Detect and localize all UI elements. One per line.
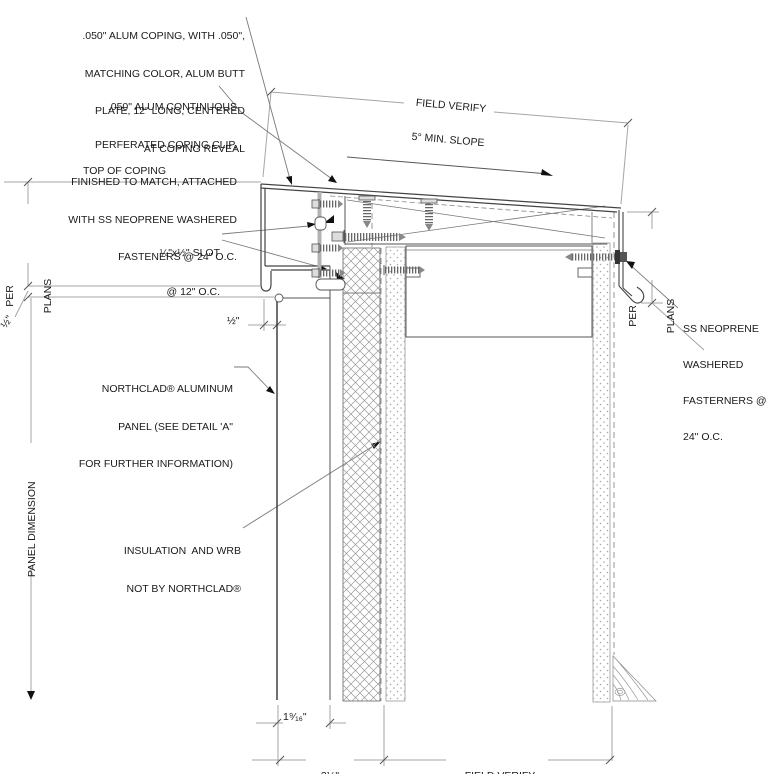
slot-note: ¼"x½" SLOT @ 12" O.C. xyxy=(159,247,220,298)
insulation-note: INSULATION AND WRB NOT BY NORTHCLAD® xyxy=(123,545,241,595)
drip-edge-hem xyxy=(260,270,272,292)
screw-right xyxy=(565,250,627,264)
half-inch-mid-label: ½" xyxy=(227,315,240,327)
dimension-lines xyxy=(4,91,705,766)
coping-clip-left xyxy=(314,192,346,291)
top-of-coping-label: TOP OF COPING xyxy=(83,165,167,177)
coping-note-line: .050" ALUM COPING, WITH .050", xyxy=(82,30,245,42)
coping-note: .050" ALUM COPING, WITH .050", MATCHING … xyxy=(38,5,245,168)
screw-vertical-1 xyxy=(358,195,376,228)
screw-horizontal-1 xyxy=(311,199,343,209)
sheathing-right xyxy=(592,242,611,703)
screw-long xyxy=(331,230,406,243)
clip-note-line: PERFERATED COPING CLIP, xyxy=(95,138,237,151)
coping-note-line: PLATE, 12" LONG, CENTERED xyxy=(95,105,245,117)
coping-note-line: AT COPING REVEAL xyxy=(143,142,245,155)
screw-horizontal-3 xyxy=(311,268,345,278)
dimension-ticks xyxy=(23,87,657,765)
screw-horizontal-2 xyxy=(311,243,343,253)
fasteners xyxy=(311,195,627,278)
panel-hem-circle xyxy=(274,293,284,303)
slot-upper xyxy=(314,216,327,231)
clip-note-line: FASTENERS @ 24" O.C. xyxy=(118,251,237,263)
screw-vertical-2 xyxy=(420,198,438,231)
clip-note-line: .050" ALUM CONTINUOUS xyxy=(107,101,237,113)
per-plans-left-label: PER PLANS xyxy=(4,278,54,314)
insulation-hatch xyxy=(342,247,381,702)
northclad-note: NORTHCLAD® ALUMINUM PANEL (SEE DETAIL 'A… xyxy=(78,383,233,470)
ss-fastener-note: SS NEOPRENE WASHERED FASTERNERS @ 24" O.… xyxy=(683,323,767,443)
wrb-dashed-lines xyxy=(371,203,615,701)
panel-dimension-label: PANEL DIMENSION xyxy=(25,481,38,578)
per-plans-right-label: PER PLANS xyxy=(627,298,677,334)
drip-edge-hem-right xyxy=(618,285,645,304)
screw-cavity xyxy=(379,263,425,277)
clip-note-line: WITH SS NEOPRENE WASHERED xyxy=(68,213,237,226)
clip-note: .050" ALUM CONTINUOUS PERFERATED COPING … xyxy=(30,76,237,276)
coping-note-line: MATCHING COLOR, ALUM BUTT xyxy=(84,67,245,80)
wall-thickness-dim-label: FIELD VERIFY WALL THICKNESS xyxy=(438,744,562,774)
coping-clip-right xyxy=(618,210,645,304)
clip-note-line: FINISHED TO MATCH, ATTACHED xyxy=(71,176,237,188)
slot-lower xyxy=(315,278,346,291)
sheathing-left xyxy=(385,246,406,702)
panel-and-rail xyxy=(274,266,331,700)
wall-framing-cavity xyxy=(405,245,593,338)
wood-grain-break xyxy=(612,655,657,702)
wall-offset-dim-label: 2⅛" + INSUL. xyxy=(294,744,366,774)
panel-depth-dim-label: 1⁹⁄₁₆" xyxy=(283,711,307,723)
wall-layers xyxy=(342,196,615,703)
